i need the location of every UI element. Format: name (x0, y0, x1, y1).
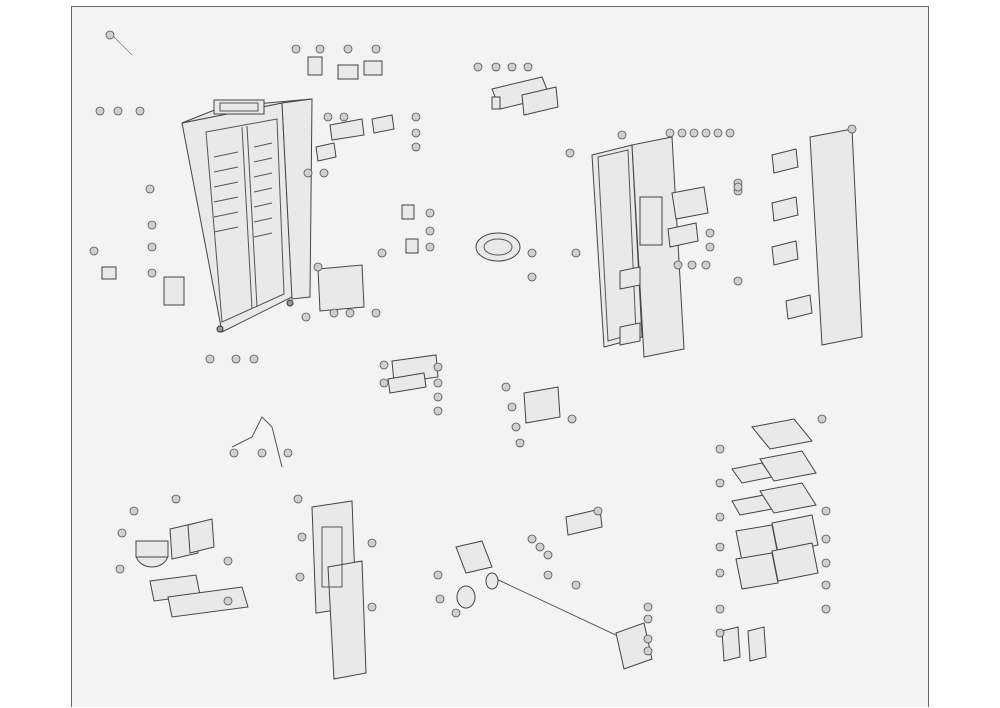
exploded-parts-diagram (89, 30, 863, 680)
bracket-parts (317, 204, 521, 312)
air-duct (311, 500, 367, 680)
doors (591, 128, 863, 358)
middle-parts (231, 354, 561, 468)
top-hinge-parts (307, 56, 395, 162)
ice-maker-assembly (455, 508, 653, 670)
shelves-drawers (721, 418, 819, 662)
drawing-sheet (71, 6, 929, 707)
refrigerator-cabinet (101, 98, 313, 333)
compressor-assembly (135, 518, 249, 618)
callout-bubbles (89, 30, 857, 656)
control-box (491, 76, 559, 116)
